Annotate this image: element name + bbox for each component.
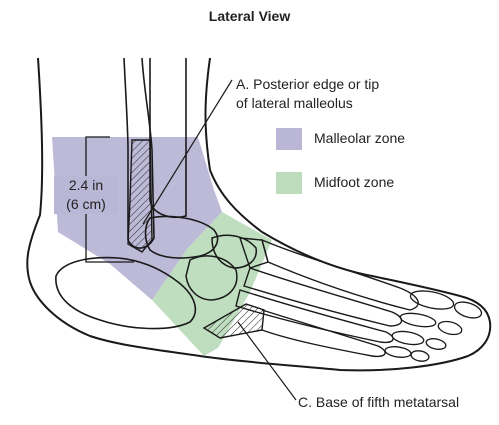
diagram-title: Lateral View (208, 8, 291, 24)
legend-label-midfoot: Midfoot zone (314, 174, 395, 190)
leader-line-c (237, 321, 297, 401)
metatarsal-1 (260, 238, 419, 311)
metatarsal-3 (235, 289, 394, 344)
lateral-malleolus-hatch (127, 139, 153, 253)
measurement-cm: (6 cm) (66, 196, 106, 212)
metatarsal-5 (261, 309, 386, 358)
measurement-inches: 2.4 in (68, 177, 104, 193)
leader-line-a (142, 79, 233, 225)
label-a-line2: of lateral malleolus (236, 95, 353, 111)
metatarsal-2 (243, 267, 403, 327)
legend-swatch-midfoot (276, 172, 302, 194)
label-c: C. Base of fifth metatarsal (298, 394, 460, 410)
fifth-metatarsal-base-hatch (202, 303, 265, 339)
measurement-text: 2.4 in (6 cm) (54, 176, 118, 214)
midfoot-zone (152, 212, 272, 356)
foot-outline (26, 57, 492, 372)
legend-label-malleolar: Malleolar zone (314, 130, 406, 146)
navicular-bone (211, 234, 257, 269)
legend-swatch-malleolar (276, 128, 302, 150)
label-a-line1: A. Posterior edge or tip (236, 76, 380, 92)
calcaneus-bone (55, 256, 197, 330)
toe-phalanges (384, 290, 483, 362)
